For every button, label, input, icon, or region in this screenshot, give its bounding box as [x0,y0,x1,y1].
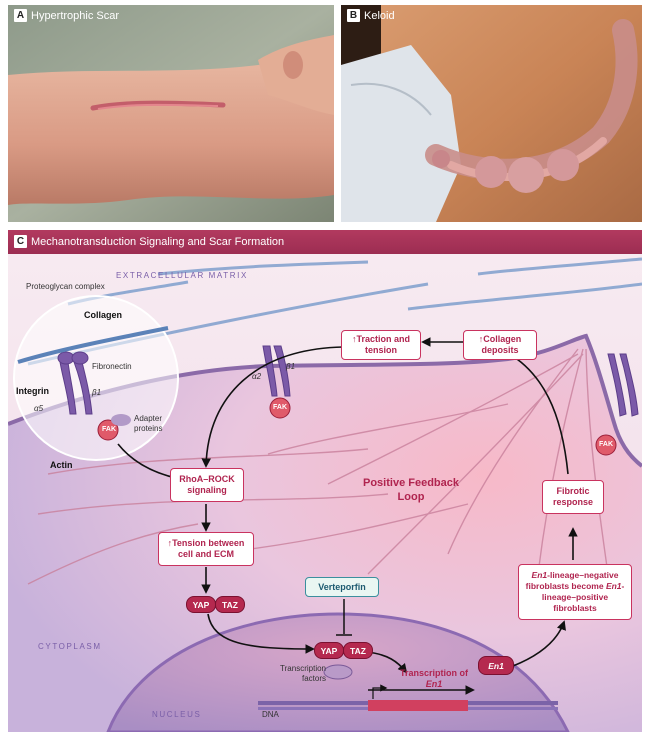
transcription-gene: En1 [425,679,443,689]
fak-mid-label: FAK [273,404,287,411]
inset-circle [13,295,179,461]
panel-a-label: A Hypertrophic Scar [8,5,125,26]
nucleus-label: NUCLEUS [152,710,202,719]
fibrotic-response-box: Fibrotic response [542,480,604,514]
panel-b-label: B Keloid [341,5,401,26]
actin-filaments [27,348,609,585]
inset-beta1-label: β1 [92,388,102,397]
transcription-en1-label: Transcription of En1 [394,668,474,690]
en1-product-text: En1 [488,660,504,671]
membrane-beta1-label: β1 [286,362,296,371]
actin-label: Actin [50,460,73,470]
panel-b-letter: B [347,9,360,22]
verteporfin-box: Verteporfin [305,577,379,597]
inset-adapter [111,414,131,426]
en1-switch-text-1: -lineage–negative fibroblasts become [525,570,619,591]
inset-collagen [17,326,169,364]
alpha5-label: α5 [34,404,44,413]
rhoa-rock-box: RhoA–ROCK signaling [170,468,244,502]
proteoglycan-label: Proteoglycan complex [26,282,105,291]
membrane-integrin-right [607,353,639,417]
fak-right-label: FAK [599,441,613,448]
membrane-fak-right-node [595,434,617,456]
panel-b: B Keloid [341,5,642,222]
en1-switch-text-2: -lineage–positive fibroblasts [541,581,625,613]
en1-product-pill: En1 [478,656,514,675]
tension-cell-ecm-box: ↑Tension between cell and ECM [158,532,254,566]
dna-label: DNA [262,710,279,719]
yap-pill-cytoplasm: YAP [186,596,216,613]
panel-a-letter: A [14,9,27,22]
inhibition-line [336,599,352,636]
panel-c-title: Mechanotransduction Signaling and Scar F… [31,235,285,248]
en1-switch-box: En1-lineage–negative fibroblasts become … [518,564,632,620]
feedback-loop-label: Positive Feedback Loop [363,477,459,503]
panel-a: A Hypertrophic Scar [8,5,334,222]
en1-switch-gene-1: En1 [531,570,548,580]
panel-a-title: Hypertrophic Scar [31,9,120,22]
dna-strand [258,700,558,711]
inset-integrin [57,351,93,415]
cytoplasm-label: CYTOPLASM [38,642,102,651]
taz-pill-cytoplasm: TAZ [215,596,245,613]
yap-pill-nucleus: YAP [314,642,344,659]
taz-pill-nucleus: TAZ [343,642,373,659]
ecm-label: EXTRACELLULAR MATRIX [116,271,248,280]
panel-a-photo [8,5,334,222]
panel-c-label: C Mechanotransduction Signaling and Scar… [8,230,290,253]
panel-c-header: C Mechanotransduction Signaling and Scar… [8,230,642,254]
panel-c-letter: C [14,235,27,248]
en1-switch-gene-2: En1 [605,581,622,591]
integrin-label: Integrin [16,386,49,396]
panel-c-diagram: EXTRACELLULAR MATRIX CYTOPLASM NUCLEUS D… [8,254,642,732]
fibronectin-label: Fibronectin [92,362,132,371]
inset-fak-label: FAK [102,426,116,433]
inset-fak-node [97,419,119,441]
alpha2-label: α2 [252,372,262,381]
panel-b-photo [341,5,642,222]
cell-body [8,336,642,732]
transcription-factor-blob [323,664,353,680]
collagen-deposits-box: ↑Collagen deposits [463,330,537,360]
panel-b-title: Keloid [364,9,395,22]
traction-tension-box: ↑Traction and tension [341,330,421,360]
adapter-label: Adapter proteins [134,414,163,433]
membrane-fak-mid-node [269,397,291,419]
promoter-arrow [372,684,388,699]
inset-collagen-label: Collagen [84,310,123,320]
transcription-factors-label: Transcription factors [280,664,326,683]
transcription-text: Transcription of [399,668,468,678]
